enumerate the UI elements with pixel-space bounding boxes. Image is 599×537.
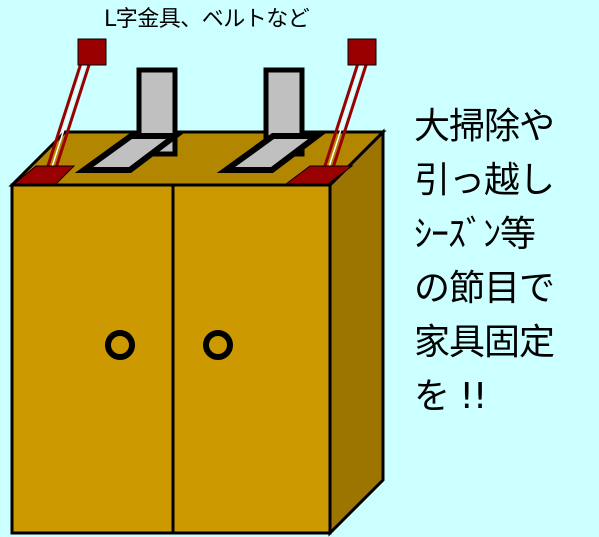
cabinet-side: [328, 128, 385, 537]
message-line: の節目で: [414, 268, 555, 309]
l-bracket-base: [216, 133, 326, 173]
door-knob-icon: [105, 330, 135, 360]
door-knob-icon: [203, 330, 233, 360]
message-line: 引っ越し: [414, 160, 555, 201]
belt-strap-icon: [284, 38, 377, 185]
message-line: 大掃除や: [414, 106, 555, 147]
l-bracket-base: [74, 133, 184, 173]
reminder-message: 大掃除や 引っ越し ｼｰｽﾞﾝ等 の節目で 家具固定 を !!: [414, 100, 555, 424]
message-line: ｼｰｽﾞﾝ等: [414, 214, 536, 255]
message-line: を !!: [414, 376, 487, 417]
cabinet-front: [10, 183, 332, 535]
message-line: 家具固定: [414, 322, 555, 363]
hardware-caption: L字金具、ベルトなど: [104, 7, 310, 32]
belt-strap-icon: [12, 38, 107, 185]
